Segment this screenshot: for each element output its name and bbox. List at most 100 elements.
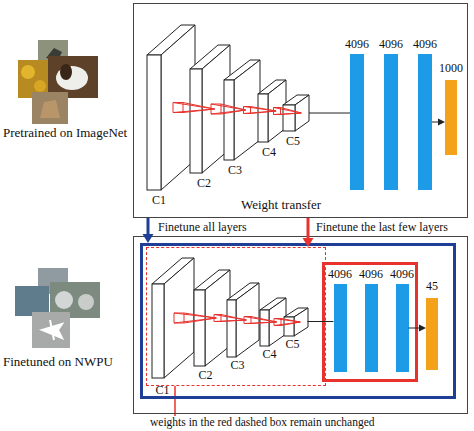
connector-line: [309, 113, 350, 114]
kernel-edge: [183, 109, 215, 113]
kernel-edge: [221, 104, 246, 110]
layer-volume: [258, 80, 286, 142]
leader-line: [174, 386, 176, 416]
layer-label: C2: [197, 177, 211, 189]
photo-tile: [32, 92, 68, 124]
photo-tile: [15, 286, 49, 316]
note-label: weights in the red dashed box remain unc…: [150, 417, 375, 429]
kernel-edge: [281, 319, 300, 323]
edge-label: Finetune all layers: [158, 221, 247, 233]
kernel-edge: [173, 103, 215, 110]
kernel-base: [173, 103, 183, 113]
conv-layer: C4: [260, 298, 286, 362]
kernel-edge: [281, 108, 302, 114]
layer-face: [152, 284, 164, 378]
layer-label: C4: [262, 146, 276, 158]
kernel-edge: [244, 322, 277, 324]
note-label: Finetuned on NWPU: [3, 355, 113, 368]
fc-bar: [418, 54, 432, 190]
kernel-edge: [184, 318, 216, 323]
kernel-edge: [173, 109, 215, 113]
fc-bar: [384, 54, 398, 190]
connector-line: [147, 218, 150, 235]
connector-line: [409, 328, 421, 329]
kernel-pyramid: [173, 103, 215, 113]
layer-label: C1: [156, 384, 170, 396]
kernel-pyramid: [174, 313, 216, 323]
fc-bar: [350, 54, 364, 190]
finetune-last-box: 409640964096: [322, 262, 418, 382]
layer-size: 4096: [324, 268, 356, 280]
kernel-edge: [221, 110, 246, 114]
conv-layer: C3: [224, 60, 260, 178]
kernel-edge: [244, 111, 277, 114]
connector: [409, 325, 427, 332]
finetune-all-box: C1C2C3C4C540964096409645: [140, 243, 456, 399]
note-label: Pretrained on ImageNet: [3, 126, 127, 139]
fc-bar: [445, 80, 457, 155]
kernel-edge: [274, 319, 300, 323]
kernel-base: [244, 317, 251, 324]
arrow-head: [419, 325, 426, 332]
arrow-head: [438, 119, 445, 126]
kernel-edge: [251, 107, 277, 112]
kernel-edge: [274, 108, 302, 114]
connector-line: [432, 122, 439, 123]
layer-volume: [284, 308, 308, 336]
conv-layer: C4: [258, 80, 286, 160]
photo-tile: [32, 312, 70, 348]
fc-layer: 1000: [435, 62, 467, 155]
kernel-edge: [183, 103, 215, 110]
kernel-edge: [244, 107, 277, 112]
kernel-pyramid: [214, 315, 246, 322]
arrow-head: [303, 238, 314, 247]
layer-label: C3: [231, 359, 245, 371]
layer-face: [227, 300, 236, 357]
layer-volume: [260, 298, 286, 346]
edge-label: Finetune the last few layers: [316, 221, 448, 233]
layer-face: [294, 308, 308, 336]
layer-volume: [147, 25, 195, 190]
conv-layer: C5: [283, 95, 309, 149]
layer-face: [147, 55, 161, 190]
fc-layer: 45: [416, 280, 448, 370]
layer-face: [164, 258, 194, 378]
connector-line: [307, 218, 310, 239]
layer-size: 1000: [435, 62, 467, 74]
layer-face: [190, 69, 202, 173]
nwpu-collage: [15, 268, 100, 348]
arrow-head: [143, 234, 154, 243]
layer-face: [295, 95, 309, 131]
kernel-edge: [251, 111, 277, 114]
kernel-edge: [251, 322, 277, 324]
photo-detail: [42, 320, 62, 340]
kernel-pyramid: [211, 104, 246, 114]
photo-detail: [78, 294, 94, 310]
kernel-base: [174, 313, 184, 323]
layer-volume: [227, 283, 259, 357]
kernel-edge: [274, 113, 302, 115]
fc-layer: 4096: [355, 268, 387, 372]
photo-detail: [34, 80, 46, 92]
layer-label: C3: [228, 164, 242, 176]
layer-face: [269, 298, 286, 346]
frame-caption: Weight transfer: [241, 198, 321, 211]
kernel-edge: [211, 104, 246, 110]
layer-label: C5: [286, 135, 300, 147]
connector: [143, 218, 154, 243]
layer-size: 4096: [355, 268, 387, 280]
kernel-edge: [274, 322, 300, 326]
conv-layer: C1: [147, 25, 195, 208]
conv-layer: C2: [194, 270, 230, 383]
layer-size: 4096: [386, 268, 418, 280]
layer-size: 4096: [341, 38, 373, 50]
kernel-edge: [211, 110, 246, 114]
kernel-edge: [214, 320, 246, 322]
kernel-pyramid: [274, 108, 302, 115]
layer-size: 4096: [375, 38, 407, 50]
kernel-edge: [174, 318, 216, 323]
kernel-edge: [251, 317, 277, 323]
layer-face: [205, 270, 230, 366]
layer-face: [194, 290, 205, 366]
